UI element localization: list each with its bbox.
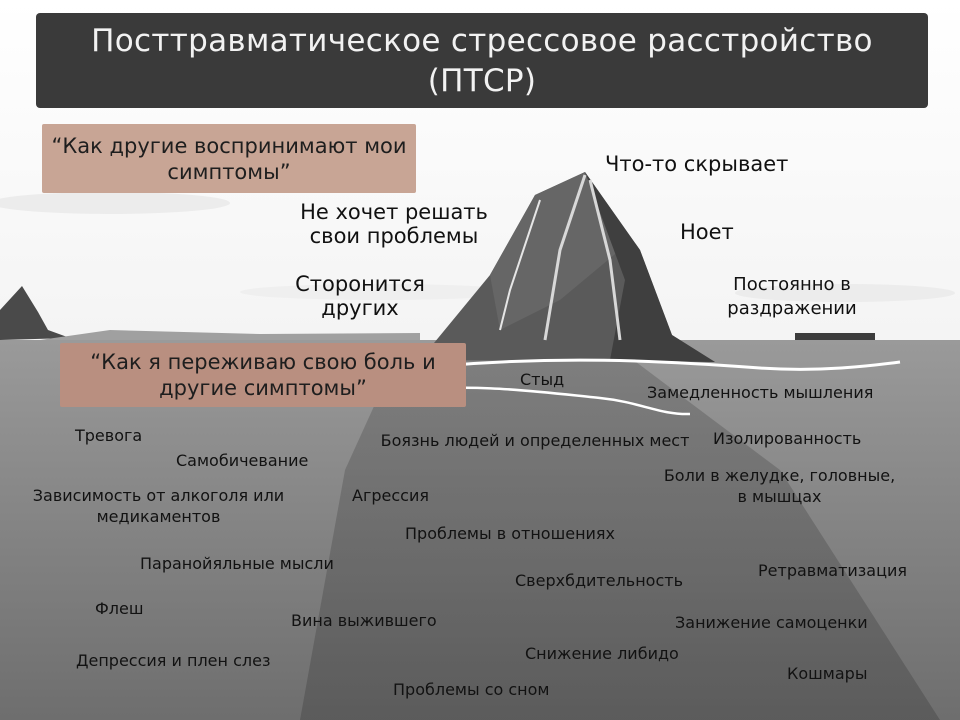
label-above: Не хочет решать свои проблемы	[300, 200, 488, 248]
cloud	[240, 284, 520, 300]
iceberg-crack	[543, 174, 587, 341]
cloud	[0, 192, 230, 214]
label-below: Снижение либидо	[525, 644, 679, 663]
label-above: Сторонится других	[295, 272, 425, 320]
iceberg-crack	[588, 179, 622, 341]
distant-shore	[40, 330, 420, 340]
label-above: Постоянно в раздражении	[727, 274, 857, 319]
label-below: Тревога	[75, 426, 143, 445]
label-below: Паранойяльные мысли	[140, 554, 334, 573]
iceberg-shadow	[585, 172, 715, 362]
label-below: Зависимость от алкоголя или медикаментов	[32, 486, 285, 526]
label-below: Замедленность мышления	[647, 383, 874, 402]
label-below: Сверхбдительность	[515, 571, 684, 590]
iceberg-crack	[499, 199, 541, 331]
label-below: Стыд	[520, 370, 565, 389]
label-above: Что-то скрывает	[605, 152, 789, 176]
label-below: Проблемы со сном	[393, 680, 550, 699]
cloud	[735, 284, 955, 302]
waterline	[439, 358, 901, 371]
label-below: Боязнь людей и определенных мест	[380, 431, 690, 450]
label-below: Кошмары	[787, 664, 868, 683]
label-below: Самобичевание	[176, 451, 309, 470]
callout-inside-view: “Как я переживаю свою боль и другие симп…	[60, 343, 466, 407]
label-below: Депрессия и плен слез	[76, 651, 271, 670]
title-banner: Посттравматическое стрессовое расстройст…	[36, 13, 928, 108]
label-below: Боли в желудке, головные, в мышцах	[663, 466, 896, 506]
label-below: Занижение самоценки	[675, 613, 868, 632]
label-below: Ретравматизация	[758, 561, 908, 580]
iceberg-facet	[490, 172, 620, 330]
page-title: Посттравматическое стрессовое расстройст…	[91, 22, 873, 99]
distant-mountain	[0, 286, 70, 340]
label-below: Агрессия	[352, 486, 429, 505]
label-above: Ноет	[680, 220, 734, 244]
callout-outside-view: “Как другие воспринимают мои симптомы”	[42, 124, 416, 193]
label-below: Флеш	[95, 599, 144, 618]
label-below: Вина выжившего	[291, 611, 437, 630]
iceberg-underwater	[300, 350, 940, 720]
label-below: Изолированность	[713, 429, 862, 448]
label-below: Проблемы в отношениях	[405, 524, 616, 543]
